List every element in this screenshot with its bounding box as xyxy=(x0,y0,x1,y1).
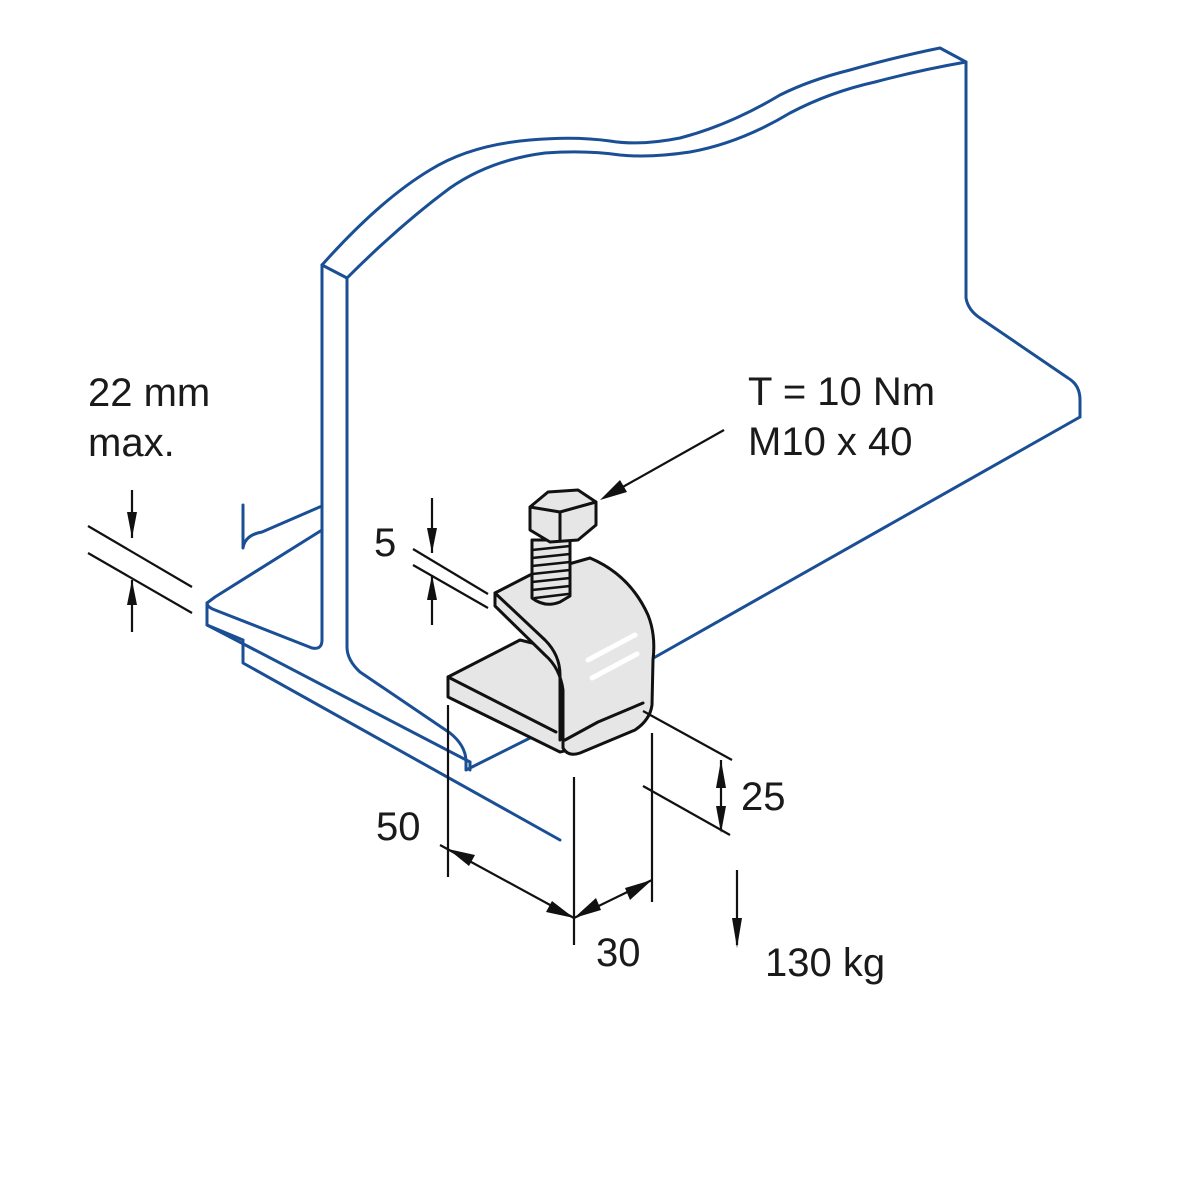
flange-thickness-qualifier: max. xyxy=(88,421,175,465)
steel-beam xyxy=(205,46,1082,842)
bolt-spec-label: T = 10 Nm M10 x 40 xyxy=(748,367,935,467)
material-thickness-label: 5 xyxy=(374,521,397,565)
beam-clamp xyxy=(446,488,656,756)
torque-value: T = 10 Nm xyxy=(748,370,936,414)
beam-top-cut xyxy=(320,46,968,267)
flange-thickness-value: 22 mm xyxy=(88,371,211,415)
length-dimension-label: 50 xyxy=(376,805,421,849)
beam-flange-right-edge xyxy=(648,415,1082,662)
load-rating-label: 130 kg xyxy=(765,941,886,985)
beam-web-right-edge xyxy=(964,60,1082,419)
dimensions xyxy=(87,429,742,948)
hex-bolt xyxy=(528,488,598,606)
clamp-body xyxy=(493,556,656,756)
beam-web-back-edge xyxy=(345,276,554,772)
bolt-head xyxy=(528,488,598,544)
height-dimension-label: 25 xyxy=(741,775,786,819)
bolt-size-value: M10 x 40 xyxy=(748,420,913,464)
width-dimension-label: 30 xyxy=(596,931,641,975)
flange-thickness-label: 22 mm max. xyxy=(88,368,210,468)
